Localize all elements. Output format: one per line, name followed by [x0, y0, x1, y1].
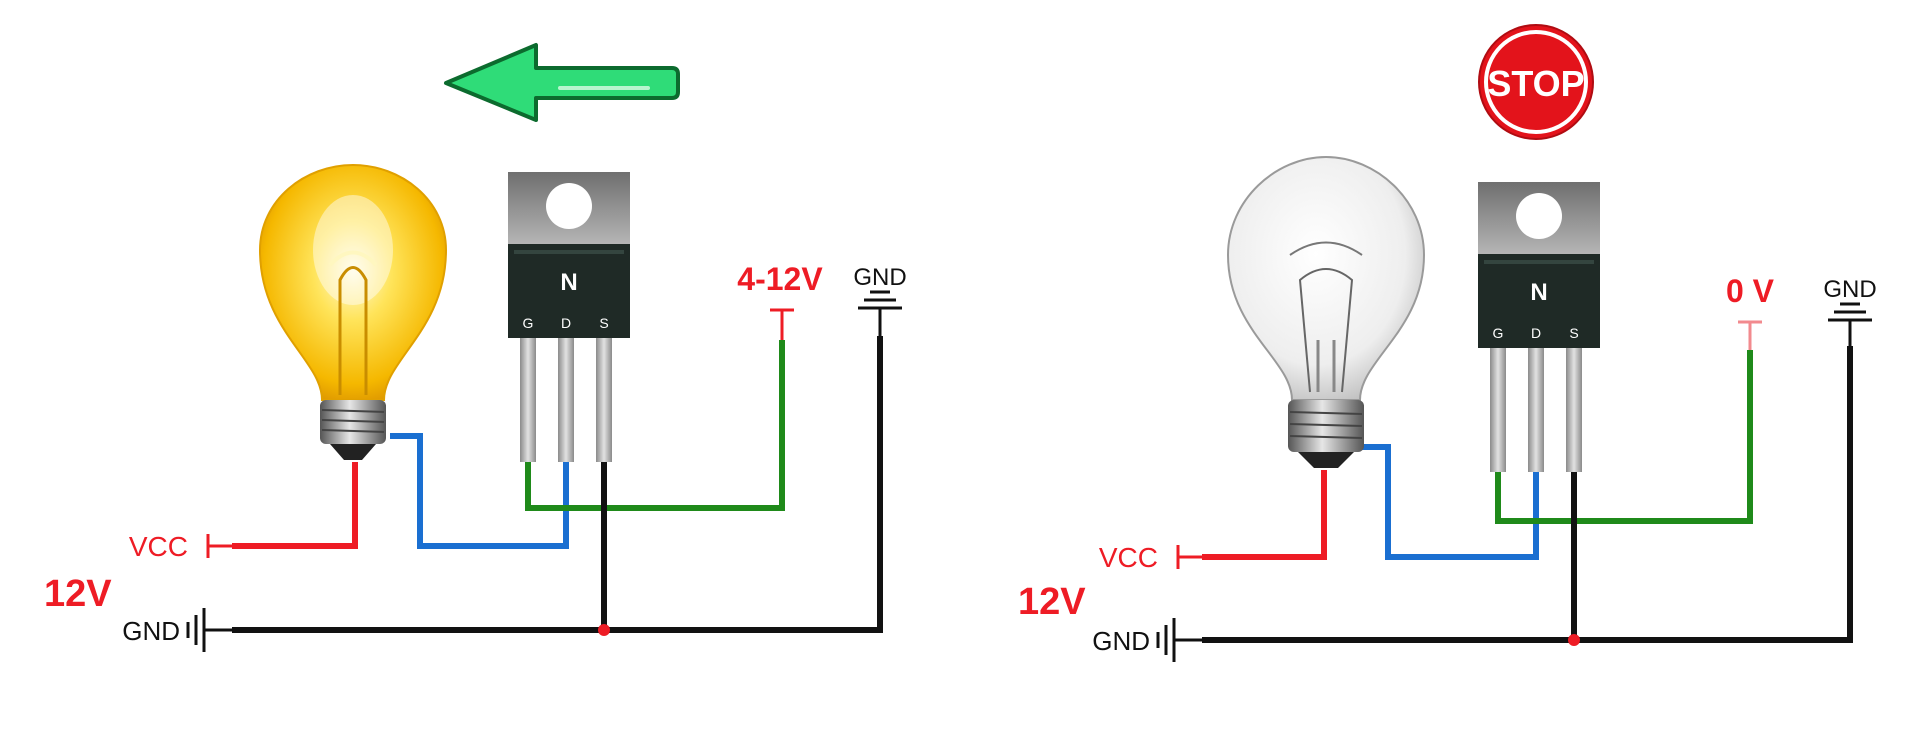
ground-symbol-top	[858, 290, 902, 336]
ground-symbol-top	[1828, 302, 1872, 346]
light-bulb-on-icon	[258, 163, 448, 460]
drain-wire	[1320, 444, 1539, 560]
stop-text: STOP	[1487, 63, 1584, 104]
pin-g-lead	[520, 338, 536, 462]
pin-d-lead	[558, 338, 574, 462]
gate-terminal-symbol	[770, 308, 794, 340]
vcc-wire	[232, 462, 358, 549]
light-bulb-off-icon	[1226, 155, 1426, 468]
pin-g-lead	[1490, 348, 1506, 472]
left-wires	[232, 336, 883, 633]
mosfet-body	[508, 244, 630, 338]
left-arrow-icon	[444, 43, 680, 122]
right-circuit: STOP	[1018, 24, 1877, 662]
gnd-bottom-label: GND	[122, 616, 180, 646]
vcc-label: VCC	[129, 531, 188, 562]
gnd-bottom-label: GND	[1092, 626, 1150, 656]
ground-symbol-bottom	[1156, 618, 1202, 662]
supply-voltage-label: 12V	[44, 573, 112, 615]
gnd-top-label: GND	[853, 264, 906, 291]
pin-s-lead	[1566, 348, 1582, 472]
mosfet-type-label: N	[1530, 279, 1547, 306]
left-circuit: N G D S 4-12V GND VCC 12V GND	[44, 43, 907, 652]
drain-wire	[390, 433, 569, 549]
gate-wire	[1495, 350, 1753, 524]
gate-terminal-symbol	[1738, 320, 1762, 350]
vcc-wire	[1202, 470, 1327, 560]
mosfet-mount-hole	[546, 183, 592, 229]
right-wires	[1202, 346, 1853, 643]
gate-voltage-label: 4-12V	[737, 261, 823, 297]
pin-g-label: G	[1493, 325, 1504, 341]
mosfet-type-label: N	[560, 269, 577, 296]
pin-s-label: S	[599, 315, 608, 331]
junction-dot	[598, 624, 610, 636]
mosfet-mount-hole	[1516, 193, 1562, 239]
ground-rail	[1202, 346, 1853, 643]
junction-dot	[1568, 634, 1580, 646]
gate-wire	[525, 340, 785, 511]
ground-symbol-bottom	[186, 608, 232, 652]
pin-s-label: S	[1569, 325, 1578, 341]
ground-rail	[232, 336, 883, 633]
mosfet-body	[1478, 254, 1600, 348]
mosfet-left: N G D S	[508, 172, 630, 462]
supply-voltage-label: 12V	[1018, 581, 1086, 623]
stop-sign-icon: STOP	[1478, 24, 1594, 140]
vcc-label: VCC	[1099, 542, 1158, 573]
pin-d-label: D	[1531, 325, 1541, 341]
pin-d-label: D	[561, 315, 571, 331]
gate-voltage-label: 0 V	[1726, 273, 1775, 309]
pin-d-lead	[1528, 348, 1544, 472]
pin-s-lead	[596, 338, 612, 462]
vcc-terminal-symbol	[206, 534, 232, 558]
mosfet-right: N G D S	[1478, 182, 1600, 472]
gnd-top-label: GND	[1823, 276, 1876, 303]
vcc-terminal-symbol	[1176, 545, 1202, 569]
pin-g-label: G	[523, 315, 534, 331]
